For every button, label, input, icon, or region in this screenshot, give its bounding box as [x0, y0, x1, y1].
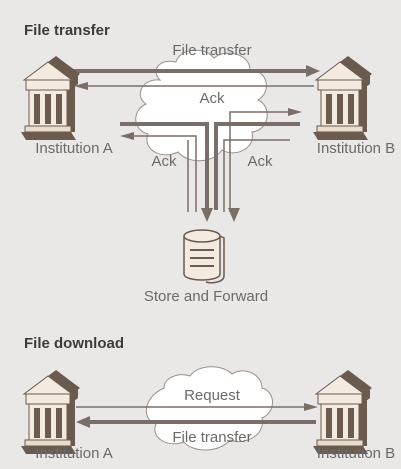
arrow-request-a-to-b	[76, 403, 318, 411]
label-institution-b-top: Institution B	[317, 140, 395, 157]
label-file-transfer-top: File transfer	[172, 42, 251, 59]
arrow-store-to-b	[229, 108, 302, 212]
arrow-file-transfer-b-to-a	[76, 416, 316, 428]
arrow-ack-store-to-a	[120, 132, 197, 212]
label-request: Request	[184, 387, 241, 404]
arrow-b-to-store	[214, 122, 300, 210]
database-icon	[183, 229, 225, 284]
label-institution-b-bottom: Institution B	[317, 445, 395, 462]
label-file-transfer-bottom: File transfer	[172, 429, 251, 446]
section-title-file-download: File download	[24, 335, 124, 352]
cloud-network-top	[135, 49, 268, 162]
arrow-file-transfer-a-to-b	[72, 65, 320, 77]
institution-a-building-icon-bottom	[20, 369, 81, 455]
institution-b-building-icon	[312, 55, 373, 141]
arrow-a-to-store	[120, 122, 213, 222]
label-ack-center: Ack	[199, 90, 225, 107]
institution-a-building-icon	[20, 55, 81, 141]
label-institution-a-bottom: Institution A	[35, 445, 113, 462]
institution-b-building-icon-bottom	[312, 369, 373, 455]
label-store-and-forward: Store and Forward	[144, 288, 268, 305]
label-ack-right: Ack	[247, 153, 273, 170]
arrow-ack-store-to-b	[223, 139, 290, 222]
cloud-network-bottom	[146, 366, 273, 451]
arrow-ack-b-to-a	[74, 82, 314, 90]
label-institution-a-top: Institution A	[35, 140, 113, 157]
section-title-file-transfer: File transfer	[24, 22, 110, 39]
label-ack-left: Ack	[151, 153, 177, 170]
